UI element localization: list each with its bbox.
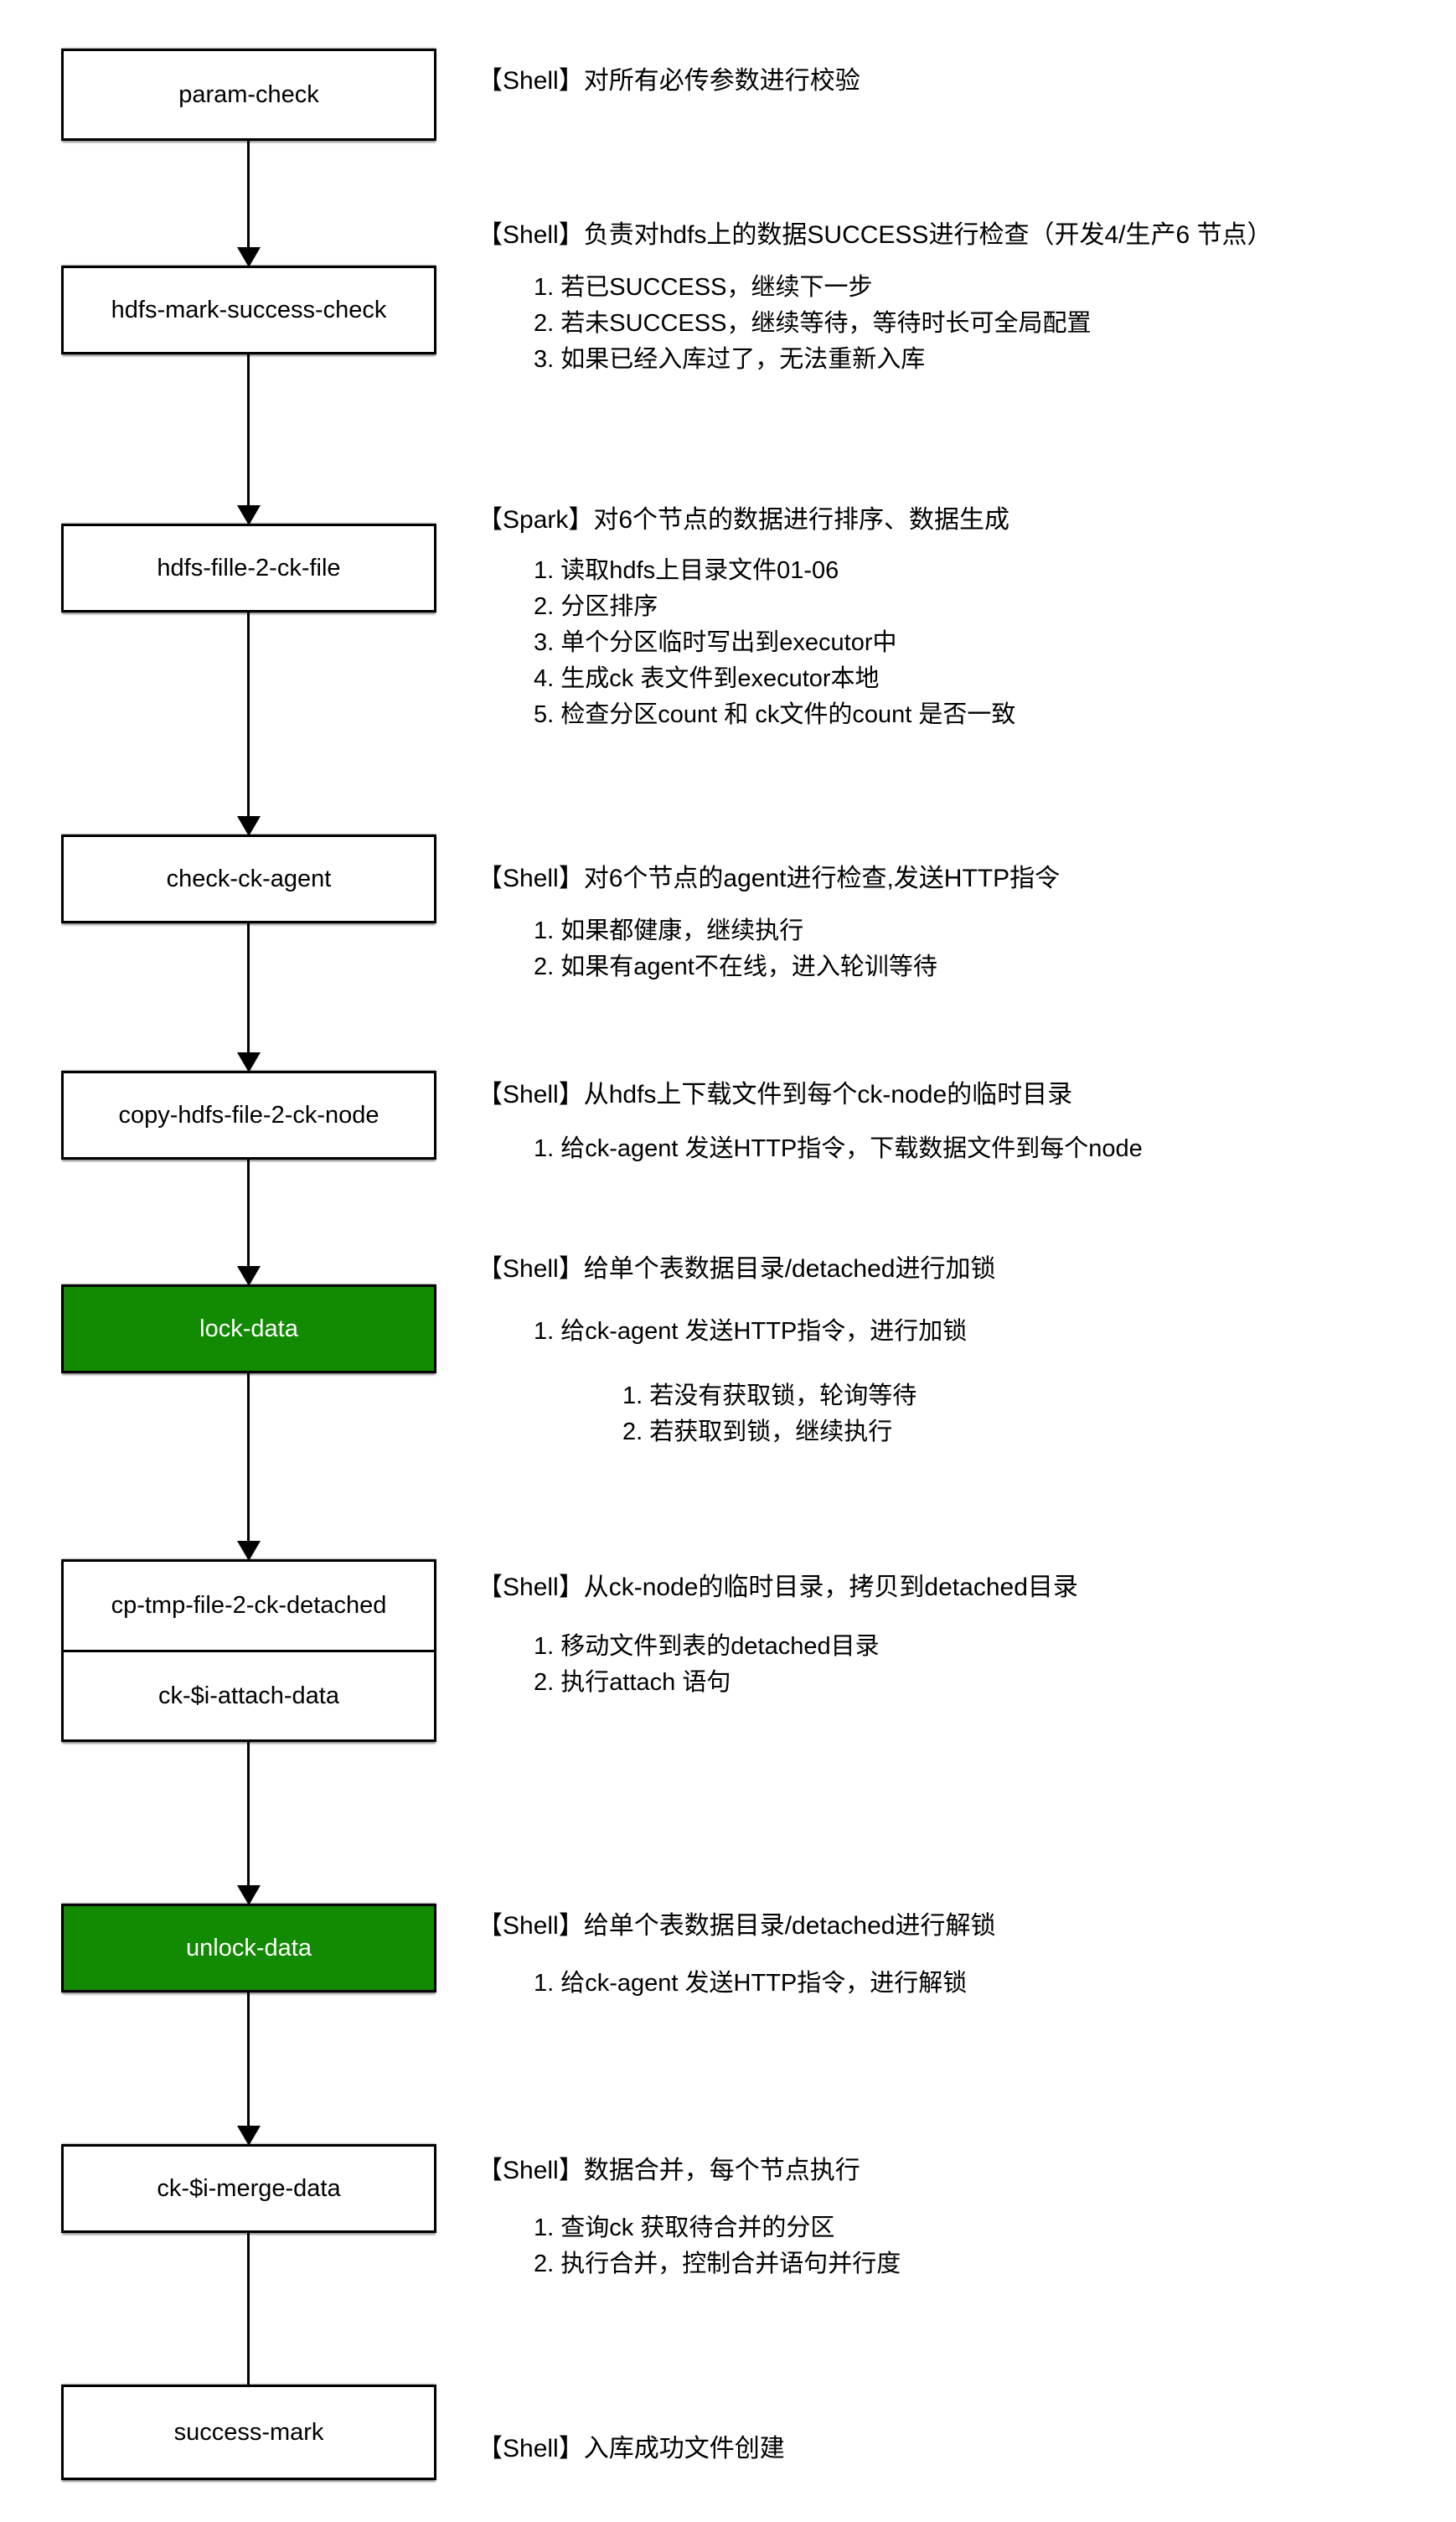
step-detail-item: 读取hdfs上目录文件01-06 <box>560 557 839 584</box>
arrow-down-icon <box>237 2126 261 2146</box>
step-description-1: 【Shell】对所有必传参数进行校验 <box>478 64 1424 99</box>
connector-line <box>247 923 250 1057</box>
connector-line <box>247 1373 250 1546</box>
step-description-3: 【Spark】对6个节点的数据进行排序、数据生成 读取hdfs上目录文件01-0… <box>478 503 1424 733</box>
step-detail-item: 若未SUCCESS，继续等待，等待时长可全局配置 <box>560 310 1092 337</box>
connector-2 <box>237 354 261 525</box>
step-description-10: 【Shell】入库成功文件创建 <box>478 2432 1424 2467</box>
step-detail-item: 查询ck 获取待合并的分区 <box>560 2215 835 2241</box>
step-title: 【Shell】数据合并，每个节点执行 <box>478 2157 860 2184</box>
connector-line <box>247 354 250 510</box>
step-detail-item: 若已SUCCESS，继续下一步 <box>560 274 873 301</box>
connector-line <box>247 1992 250 2131</box>
step-title: 【Shell】入库成功文件创建 <box>478 2435 785 2463</box>
step-description-7: 【Shell】从ck-node的临时目录，拷贝到detached目录 移动文件到… <box>478 1570 1424 1701</box>
connector-7 <box>237 1742 261 1905</box>
node-unlock-data: unlock-data <box>61 1904 436 1992</box>
step-detail-item: 给ck-agent 发送HTTP指令，进行解锁 <box>560 1970 968 1997</box>
node-label: lock-data <box>199 1315 298 1342</box>
step-title: 【Shell】对6个节点的agent进行检查,发送HTTP指令 <box>478 865 1061 892</box>
connector-line <box>247 1742 250 1890</box>
connector-1 <box>237 141 261 267</box>
step-detail-list: 给ck-agent 发送HTTP指令，进行解锁 <box>478 1966 1424 2002</box>
node-label: ck-$i-merge-data <box>157 2175 341 2202</box>
step-detail-list: 给ck-agent 发送HTTP指令，进行加锁 <box>478 1314 1424 1350</box>
step-title: 【Spark】对6个节点的数据进行排序、数据生成 <box>478 506 1010 534</box>
node-label: ck-$i-attach-data <box>158 1682 339 1709</box>
arrow-down-icon <box>237 247 261 267</box>
step-detail-item: 移动文件到表的detached目录 <box>560 1633 880 1660</box>
step-title: 【Shell】给单个表数据目录/detached进行加锁 <box>478 1255 996 1283</box>
step-description-9: 【Shell】数据合并，每个节点执行 查询ck 获取待合并的分区 执行合并，控制… <box>478 2153 1424 2282</box>
step-detail-item: 给ck-agent 发送HTTP指令，下载数据文件到每个node <box>560 1135 1143 1162</box>
step-detail-item: 若获取到锁，继续执行 <box>649 1419 893 1445</box>
node-hdfs-mark-success-check: hdfs-mark-success-check <box>61 266 436 354</box>
step-title: 【Shell】从hdfs上下载文件到每个ck-node的临时目录 <box>478 1081 1073 1109</box>
node-check-ck-agent: check-ck-agent <box>61 835 436 923</box>
step-detail-item: 如果有agent不在线，进入轮训等待 <box>560 954 937 980</box>
node-copy-hdfs-file-2-ck-node: copy-hdfs-file-2-ck-node <box>61 1071 436 1160</box>
step-detail-item: 执行合并，控制合并语句并行度 <box>560 2251 901 2277</box>
connector-line <box>247 612 250 821</box>
node-hdfs-fille-2-ck-file: hdfs-fille-2-ck-file <box>61 524 436 612</box>
connector-line <box>247 1160 250 1271</box>
node-label: unlock-data <box>186 1935 312 1961</box>
connector-line <box>247 141 250 252</box>
step-detail-item: 若没有获取锁，轮询等待 <box>649 1382 917 1409</box>
step-title: 【Shell】给单个表数据目录/detached进行解锁 <box>478 1912 996 1940</box>
node-label: success-mark <box>173 2419 324 2446</box>
step-detail-sublist: 若没有获取锁，轮询等待 若获取到锁，继续执行 <box>478 1378 1424 1450</box>
connector-5 <box>237 1160 261 1286</box>
step-description-2: 【Shell】负责对hdfs上的数据SUCCESS进行检查（开发4/生产6 节点… <box>478 218 1424 378</box>
arrow-down-icon <box>237 1541 261 1561</box>
node-label: cp-tmp-file-2-ck-detached <box>111 1592 387 1620</box>
node-label: param-check <box>178 81 319 108</box>
step-description-5: 【Shell】从hdfs上下载文件到每个ck-node的临时目录 给ck-age… <box>478 1078 1424 1167</box>
node-label: hdfs-mark-success-check <box>111 297 387 323</box>
step-detail-item: 检查分区count 和 ck文件的count 是否一致 <box>560 701 1016 728</box>
step-detail-item: 如果都健康，继续执行 <box>560 917 804 944</box>
connector-line <box>247 2233 250 2386</box>
connector-3 <box>237 612 261 836</box>
node-success-mark: success-mark <box>61 2385 436 2480</box>
step-detail-item: 如果已经入库过了，无法重新入库 <box>560 346 926 373</box>
node-label: copy-hdfs-file-2-ck-node <box>118 1102 379 1129</box>
connector-9 <box>237 2233 261 2386</box>
node-label: check-ck-agent <box>166 866 332 892</box>
step-detail-list: 若已SUCCESS，继续下一步 若未SUCCESS，继续等待，等待时长可全局配置… <box>478 270 1424 378</box>
connector-4 <box>237 923 261 1072</box>
step-detail-list: 查询ck 获取待合并的分区 执行合并，控制合并语句并行度 <box>478 2210 1424 2282</box>
node-ck-i-attach-data: ck-$i-attach-data <box>64 1649 434 1740</box>
node-stack-detach-attach: cp-tmp-file-2-ck-detached ck-$i-attach-d… <box>61 1559 436 1742</box>
step-description-6: 【Shell】给单个表数据目录/detached进行加锁 给ck-agent 发… <box>478 1252 1424 1450</box>
step-title: 【Shell】负责对hdfs上的数据SUCCESS进行检查（开发4/生产6 节点… <box>478 221 1273 249</box>
step-detail-list: 如果都健康，继续执行 如果有agent不在线，进入轮训等待 <box>478 913 1424 985</box>
step-detail-list: 给ck-agent 发送HTTP指令，下载数据文件到每个node <box>478 1131 1424 1167</box>
node-lock-data: lock-data <box>61 1284 436 1373</box>
node-ck-i-merge-data: ck-$i-merge-data <box>61 2144 436 2233</box>
arrow-down-icon <box>237 1885 261 1905</box>
step-title: 【Shell】对所有必传参数进行校验 <box>478 67 860 95</box>
node-param-check: param-check <box>61 49 436 141</box>
node-label: hdfs-fille-2-ck-file <box>157 555 341 581</box>
step-detail-list: 移动文件到表的detached目录 执行attach 语句 <box>478 1629 1424 1701</box>
connector-8 <box>237 1992 261 2146</box>
arrow-down-icon <box>237 1266 261 1286</box>
step-detail-item: 单个分区临时写出到executor中 <box>560 629 897 656</box>
arrow-down-icon <box>237 1052 261 1072</box>
step-detail-item: 给ck-agent 发送HTTP指令，进行加锁 <box>560 1318 968 1345</box>
connector-6 <box>237 1373 261 1561</box>
arrow-down-icon <box>237 505 261 525</box>
step-detail-item: 分区排序 <box>560 593 658 620</box>
node-cp-tmp-file-2-ck-detached: cp-tmp-file-2-ck-detached <box>64 1562 434 1650</box>
step-detail-list: 读取hdfs上目录文件01-06 分区排序 单个分区临时写出到executor中… <box>478 553 1424 733</box>
step-description-4: 【Shell】对6个节点的agent进行检查,发送HTTP指令 如果都健康，继续… <box>478 861 1424 985</box>
step-description-8: 【Shell】给单个表数据目录/detached进行解锁 给ck-agent 发… <box>478 1909 1424 2002</box>
step-title: 【Shell】从ck-node的临时目录，拷贝到detached目录 <box>478 1574 1078 1601</box>
step-detail-item: 生成ck 表文件到executor本地 <box>560 665 880 692</box>
arrow-down-icon <box>237 816 261 836</box>
step-detail-item: 执行attach 语句 <box>560 1669 731 1696</box>
